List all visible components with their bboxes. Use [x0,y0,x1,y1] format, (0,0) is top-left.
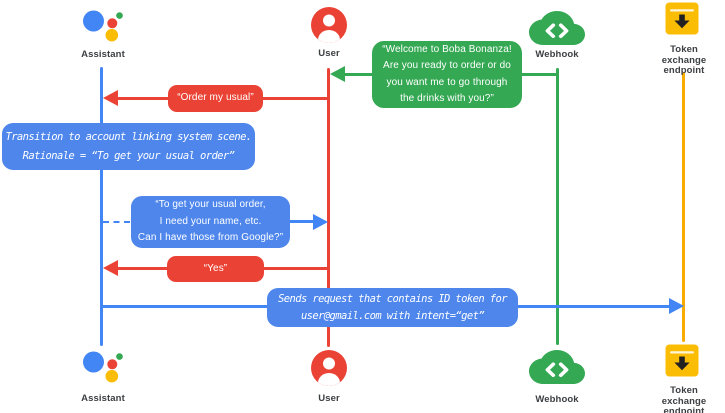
message-bubble-yes: “Yes” [167,256,264,282]
message-bubble-order-usual: “Order my usual” [168,85,263,112]
actor-label-user: User [318,393,340,404]
actor-label-token-endpoint: Token exchange endpoint [661,44,707,76]
token-endpoint-icon [665,344,699,377]
actor-label-assistant: Assistant [81,49,125,60]
lifeline-assistant [100,67,103,346]
actor-label-token-endpoint: Token exchange endpoint [661,385,707,413]
user-icon [311,7,347,43]
google-assistant-icon [83,351,123,383]
actor-label-user: User [318,48,340,59]
arrowhead-right-icon [313,214,328,230]
arrowhead-left-icon [103,90,118,106]
message-bubble-send-request: Sends request that contains ID token for… [267,288,518,327]
arrowhead-left-icon [330,66,345,82]
message-line-dashed [103,221,130,223]
message-bubble-ask-google: “To get your usual order, I need your na… [131,196,290,248]
user-icon [311,350,347,386]
note-transition-account-linking: Transition to account linking system sce… [2,123,255,170]
arrowhead-right-icon [669,298,684,314]
actor-label-webhook: Webhook [535,49,579,60]
lifeline-token-endpoint [682,72,685,342]
arrowhead-left-icon [103,260,118,276]
message-line [289,220,314,223]
lifeline-webhook [556,68,559,345]
message-bubble-welcome: “Welcome to Boba Bonanza! Are you ready … [372,41,522,108]
google-assistant-icon [83,10,123,42]
webhook-cloud-icon [529,350,585,384]
actor-label-webhook: Webhook [535,394,579,405]
token-endpoint-icon [665,2,699,35]
actor-label-assistant: Assistant [81,393,125,404]
webhook-cloud-icon [529,11,585,45]
lifeline-user [327,68,330,347]
